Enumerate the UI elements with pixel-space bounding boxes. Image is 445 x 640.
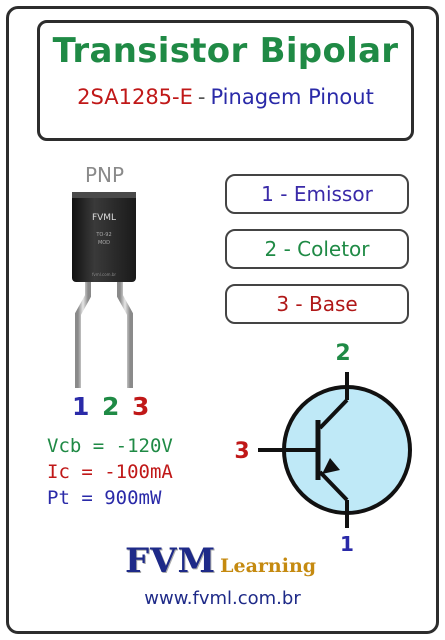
- symbol-label-emitter: 1: [340, 532, 354, 556]
- leg-number-2: 2: [102, 392, 120, 421]
- leg-number-3: 3: [132, 392, 150, 421]
- transistor-package-image: FVML TO-92 MOD fvml.com.br: [72, 192, 136, 388]
- part-number: 2SA1285-E: [77, 85, 193, 109]
- pin-box-emitter: 1 - Emissor: [225, 174, 409, 214]
- brand-suffix: Learning: [220, 555, 317, 577]
- pin-box-base: 3 - Base: [225, 284, 409, 324]
- symbol-label-collector: 2: [335, 341, 350, 366]
- package-text-line1: TO-92: [95, 232, 111, 238]
- leg-3: [117, 282, 133, 388]
- leg-number-1: 1: [72, 392, 90, 421]
- spec-ic: Ic = -100mA: [47, 461, 173, 483]
- package-text-line2: MOD: [98, 240, 110, 246]
- transistor-type-label: PNP: [85, 163, 125, 187]
- emitter-lead: [318, 470, 349, 502]
- package-footer-text: fvml.com.br: [92, 272, 116, 277]
- spec-pt: Pt = 900mW: [47, 487, 162, 509]
- package-body: [72, 192, 136, 282]
- package-brand-text: FVML: [92, 213, 116, 223]
- pnp-transistor-symbol: 2 3 1: [234, 341, 412, 556]
- subtitle-pinout: Pinagem Pinout: [210, 85, 374, 109]
- spec-vcb: Vcb = -120V: [47, 435, 173, 457]
- site-url: www.fvml.com.br: [144, 588, 301, 609]
- emitter-arrow-icon: [322, 458, 340, 474]
- subtitle-separator: -: [197, 85, 206, 109]
- leg-1: [75, 282, 91, 388]
- page-title: Transistor Bipolar: [52, 31, 399, 71]
- title-box: Transistor Bipolar 2SA1285-E-Pinagem Pin…: [37, 20, 414, 141]
- symbol-label-base: 3: [234, 439, 249, 464]
- brand-name: FVM: [125, 541, 217, 581]
- collector-lead: [318, 398, 349, 430]
- subtitle: 2SA1285-E-Pinagem Pinout: [40, 85, 411, 109]
- pin-box-collector: 2 - Coletor: [225, 229, 409, 269]
